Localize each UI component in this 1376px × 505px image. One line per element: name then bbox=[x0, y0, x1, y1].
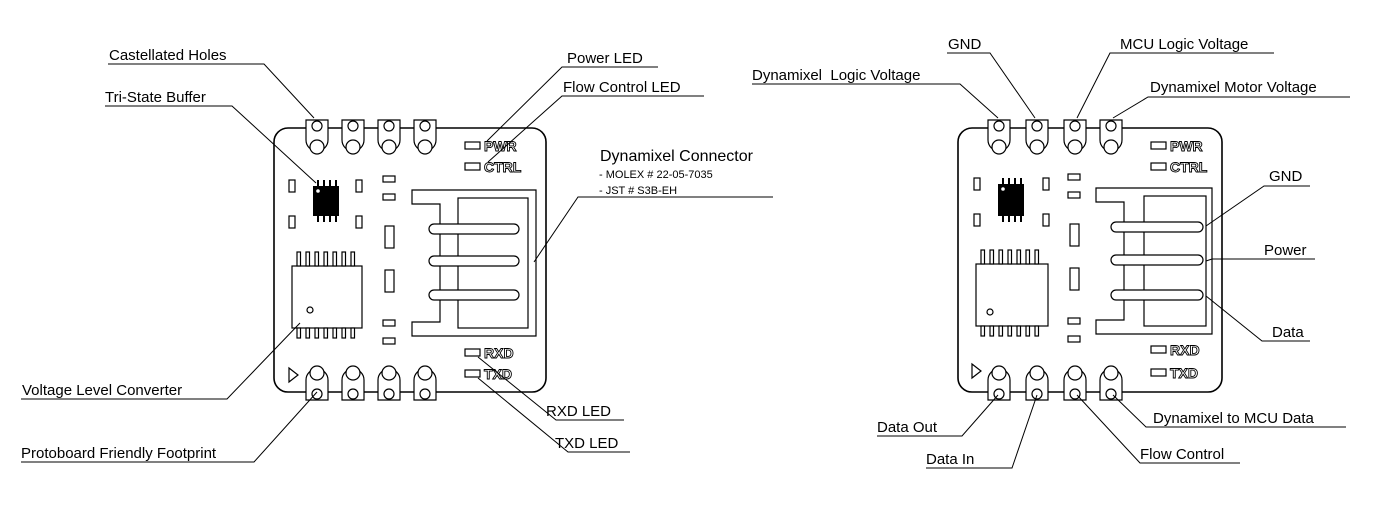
right-tri-state-buffer-chip bbox=[998, 178, 1024, 222]
left-silk-pwr: PWR bbox=[484, 138, 517, 154]
label-data-in: Data In bbox=[926, 451, 974, 468]
right-silk-ctrl: CTRL bbox=[1170, 159, 1208, 175]
label-dynamixel-logic-voltage: Dynamixel Logic Voltage bbox=[752, 67, 920, 84]
label-connector-jst: - JST # S3B-EH bbox=[599, 185, 677, 197]
right-silk-txd: TXD bbox=[1170, 365, 1198, 381]
left-board: PWR CTRL RXD TXD bbox=[273, 119, 547, 401]
label-castellated-holes: Castellated Holes bbox=[109, 47, 227, 64]
right-silk-rxd: RXD bbox=[1170, 342, 1200, 358]
label-rxd-led: RXD LED bbox=[546, 403, 611, 420]
label-dynamixel-connector: Dynamixel Connector bbox=[600, 148, 754, 165]
left-dynamixel-connector bbox=[411, 189, 537, 337]
label-gnd-top: GND bbox=[948, 36, 982, 53]
right-pin1-triangle-icon bbox=[971, 362, 982, 380]
left-txd-led bbox=[464, 369, 481, 378]
left-bottom-castellated-holes bbox=[305, 365, 437, 401]
label-power-led: Power LED bbox=[567, 50, 643, 67]
left-leader-lines bbox=[21, 63, 773, 463]
right-board: PWR CTRL RXD TXD bbox=[957, 119, 1223, 401]
left-top-castellated-holes bbox=[305, 119, 437, 155]
left-pin1-triangle-icon bbox=[288, 366, 299, 384]
label-tri-state-buffer: Tri-State Buffer bbox=[105, 89, 206, 106]
right-pwr-led bbox=[1150, 141, 1167, 150]
left-voltage-level-converter-chip bbox=[291, 251, 363, 339]
right-rxd-led bbox=[1150, 345, 1167, 354]
right-silk-pwr: PWR bbox=[1170, 138, 1203, 154]
left-tri-state-buffer-chip bbox=[313, 180, 339, 222]
label-data: Data bbox=[1272, 324, 1304, 341]
right-dynamixel-connector bbox=[1095, 187, 1213, 335]
left-silk-ctrl: CTRL bbox=[484, 159, 522, 175]
right-voltage-level-converter-chip bbox=[975, 249, 1049, 337]
label-connector-molex: - MOLEX # 22-05-7035 bbox=[599, 169, 713, 181]
label-mcu-logic-voltage: MCU Logic Voltage bbox=[1120, 36, 1248, 53]
label-power: Power bbox=[1264, 242, 1307, 259]
label-flow-control: Flow Control bbox=[1140, 446, 1224, 463]
right-bottom-castellated-holes bbox=[987, 365, 1123, 401]
label-data-out: Data Out bbox=[877, 419, 938, 436]
label-gnd-right: GND bbox=[1269, 168, 1303, 185]
left-leds bbox=[464, 141, 481, 378]
label-flow-control-led: Flow Control LED bbox=[563, 79, 681, 96]
right-ctrl-led bbox=[1150, 162, 1167, 171]
left-passive-components bbox=[288, 175, 396, 345]
right-top-castellated-holes bbox=[987, 119, 1123, 155]
right-leader-lines bbox=[752, 52, 1350, 469]
label-txd-led: TXD LED bbox=[555, 435, 619, 452]
label-protoboard-footprint: Protoboard Friendly Footprint bbox=[21, 445, 217, 462]
label-dynamixel-to-mcu-data: Dynamixel to MCU Data bbox=[1153, 410, 1315, 427]
right-txd-led bbox=[1150, 368, 1167, 377]
right-leds bbox=[1150, 141, 1167, 377]
label-dynamixel-motor-voltage: Dynamixel Motor Voltage bbox=[1150, 79, 1317, 96]
left-silk-rxd: RXD bbox=[484, 345, 514, 361]
label-voltage-level-converter: Voltage Level Converter bbox=[22, 382, 182, 399]
left-rxd-led bbox=[464, 348, 481, 357]
left-pwr-led bbox=[464, 141, 481, 150]
left-silk-txd: TXD bbox=[484, 366, 512, 382]
right-passive-components bbox=[973, 173, 1081, 343]
left-ctrl-led bbox=[464, 162, 481, 171]
